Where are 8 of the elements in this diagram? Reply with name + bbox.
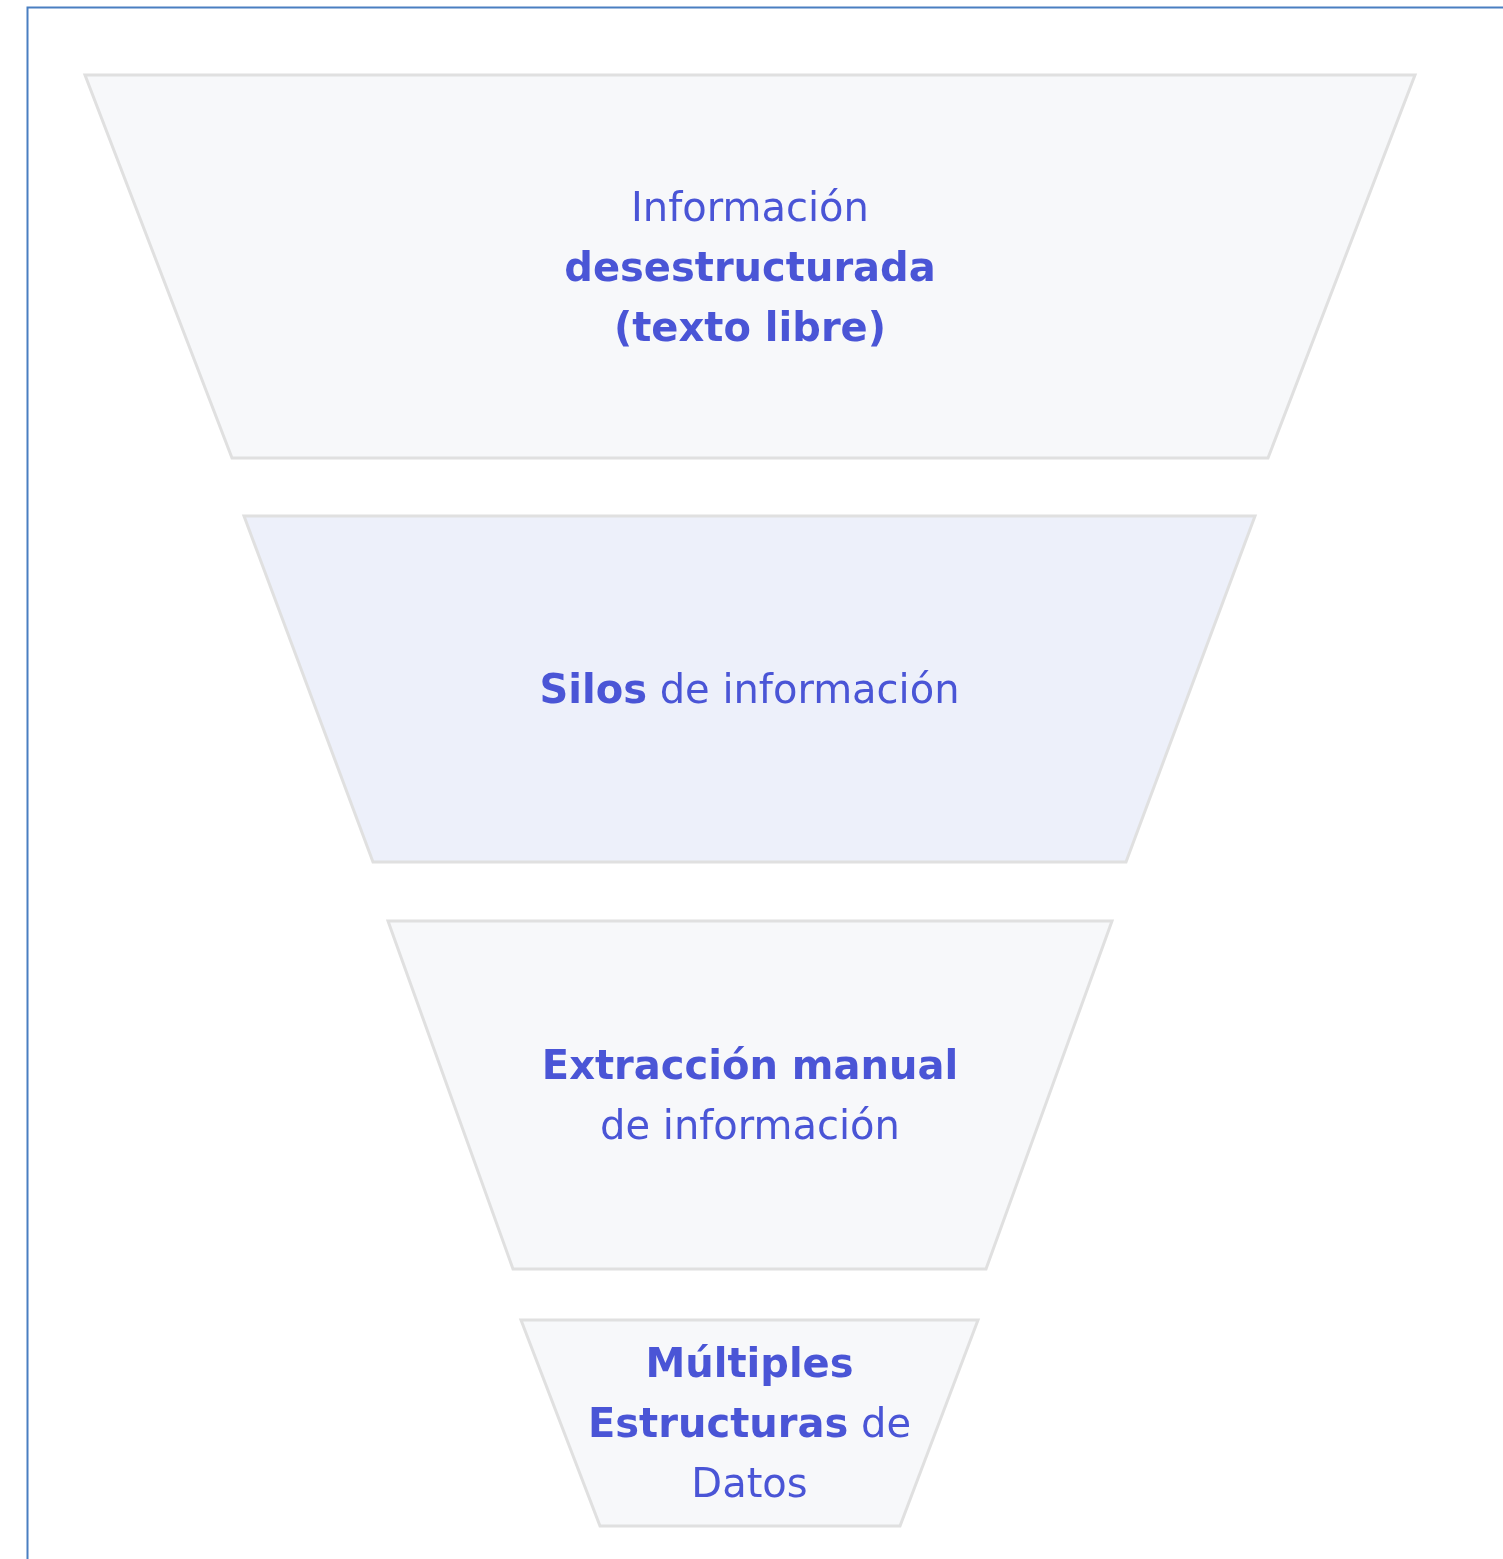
funnel-stage [388, 921, 1112, 1269]
funnel-stage [85, 75, 1415, 458]
funnel-stage [521, 1320, 978, 1526]
stage-label: Extracción manual de información [540, 1041, 960, 1150]
stage-label: Silos de información [538, 665, 961, 714]
stage-label: Información desestructurada (texto libre) [563, 182, 937, 352]
funnel-stage [244, 516, 1255, 862]
stage-label: Múltiples Estructuras de Datos [587, 1339, 912, 1508]
